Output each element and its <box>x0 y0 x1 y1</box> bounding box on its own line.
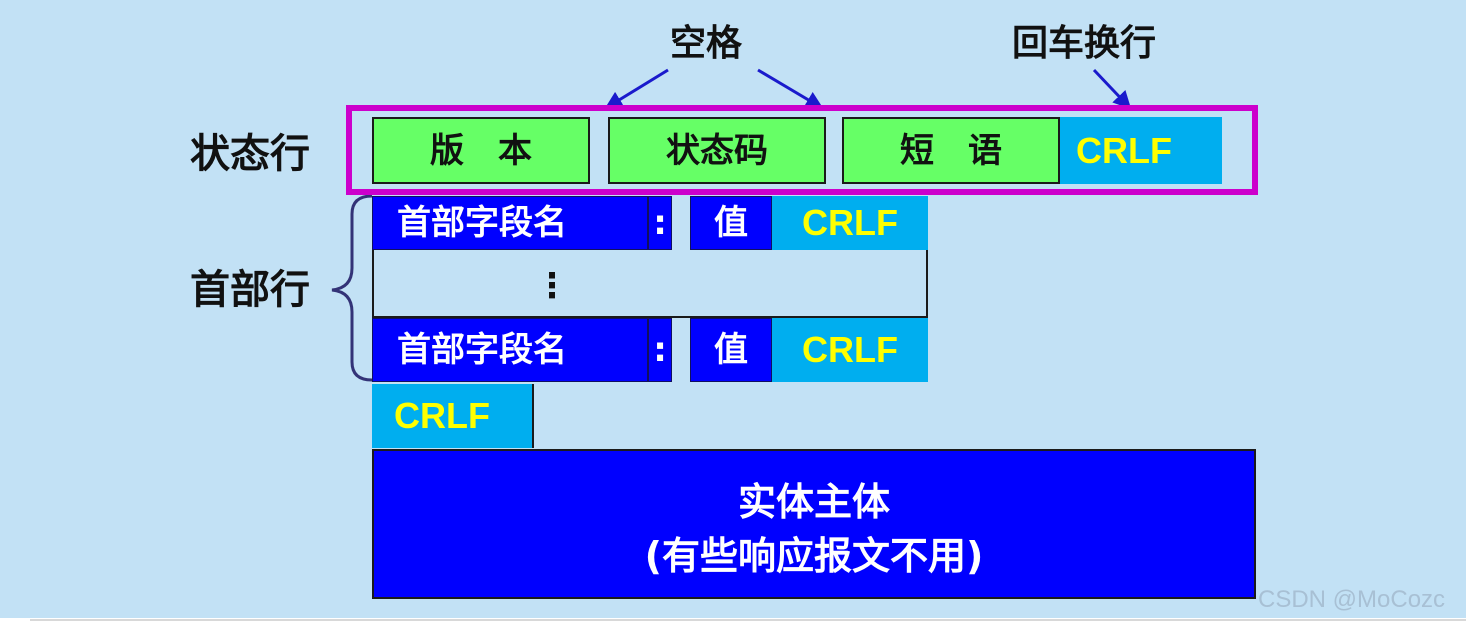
entity-body-title: 实体主体 <box>737 480 890 524</box>
space-arrow-right <box>757 68 824 110</box>
header-crlf-2: CRLF <box>772 318 928 382</box>
header-ellipsis-row <box>372 250 928 318</box>
header-value-1: 值 <box>690 196 772 250</box>
space-gap-1 <box>590 117 608 184</box>
header-lines-label: 首部行 <box>190 267 310 313</box>
header-ellipsis: ⋮ <box>535 266 569 306</box>
header-crlf-1: CRLF <box>772 196 928 250</box>
version-cell: 版 本 <box>372 117 590 184</box>
status-line-label: 状态行 <box>190 131 310 177</box>
blank-line-crlf: CRLF <box>372 384 534 448</box>
entity-body-note: (有些响应报文不用) <box>644 534 984 578</box>
csdn-watermark: CSDN @MoCozc <box>1258 586 1446 613</box>
header-brace <box>331 194 373 382</box>
header-field-name-2: 首部字段名 <box>372 318 648 382</box>
status-crlf-cell: CRLF <box>1060 117 1222 184</box>
entity-body-box <box>372 449 1256 599</box>
header-space-2 <box>672 318 690 382</box>
header-colon-2: : <box>648 318 672 382</box>
header-colon-1: : <box>648 196 672 250</box>
bottom-divider <box>30 619 1466 621</box>
crlf-annotation: 回车换行 <box>1012 23 1157 64</box>
space-gap-2 <box>826 117 842 184</box>
header-space-1 <box>672 196 690 250</box>
space-arrow-left <box>604 68 669 110</box>
status-line-highlight <box>346 105 1258 195</box>
crlf-arrow <box>1092 68 1132 110</box>
header-value-2: 值 <box>690 318 772 382</box>
space-annotation: 空格 <box>670 23 743 64</box>
header-field-name-1: 首部字段名 <box>372 196 648 250</box>
status-code-cell: 状态码 <box>608 117 826 184</box>
phrase-cell: 短 语 <box>842 117 1060 184</box>
